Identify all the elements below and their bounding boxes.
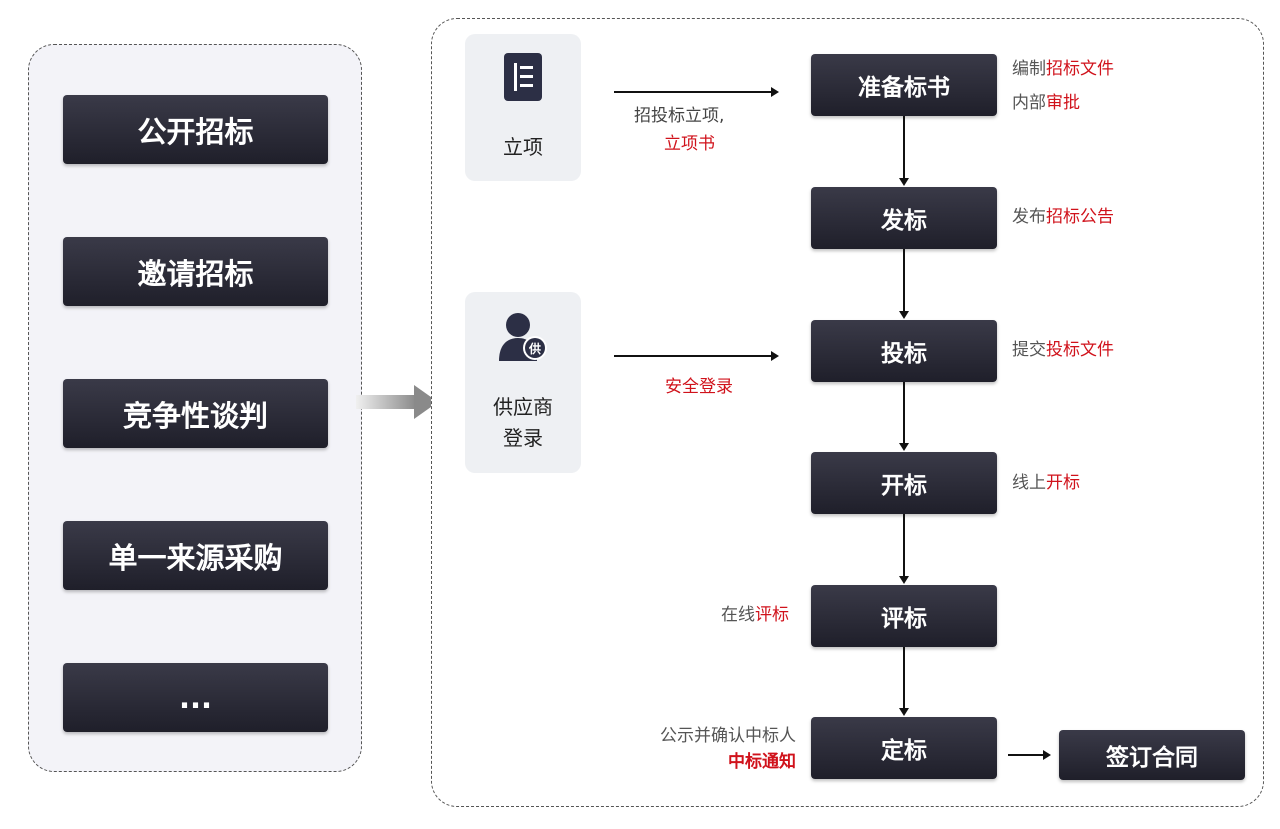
note-open: 线上开标: [1012, 473, 1080, 493]
project-card-label: 立项: [503, 135, 543, 159]
connector-line: [903, 249, 905, 311]
connector-line: [903, 514, 905, 576]
note-award-1: 公示并确认中标人: [660, 726, 796, 746]
connector-line: [903, 382, 905, 443]
note-prepare-1: 编制招标文件: [1012, 59, 1114, 79]
connector-arrow-head: [899, 576, 909, 584]
step-award[interactable]: 定标: [811, 717, 997, 779]
note-bid: 提交投标文件: [1012, 340, 1114, 360]
step-prepare-tender[interactable]: 准备标书: [811, 54, 997, 116]
flow-arrow-icon: [356, 385, 438, 419]
step-open-bid[interactable]: 开标: [811, 452, 997, 514]
note-evaluate: 在线评标: [721, 605, 789, 625]
connector-arrow-head: [899, 708, 909, 716]
connector-arrow-head: [899, 311, 909, 319]
project-card: 立项: [465, 34, 581, 181]
connector-line: [903, 647, 905, 708]
note-award-2: 中标通知: [728, 752, 796, 772]
supplier-arrow-head: [771, 351, 779, 361]
connector-line: [903, 116, 905, 178]
supplier-card-label-line1: 供应商: [493, 395, 553, 419]
connector-arrow-head: [899, 178, 909, 186]
step-submit-bid[interactable]: 投标: [811, 320, 997, 382]
connector-arrow-head: [899, 443, 909, 451]
supplier-card-label-line2: 登录: [503, 426, 543, 450]
note-issue: 发布招标公告: [1012, 207, 1114, 227]
supplier-user-icon: 供: [499, 313, 547, 361]
method-single-source[interactable]: 单一来源采购: [63, 521, 328, 590]
method-competitive-negotiation[interactable]: 竞争性谈判: [63, 379, 328, 448]
supplier-arrow-label: 安全登录: [665, 377, 733, 397]
step-issue-tender[interactable]: 发标: [811, 187, 997, 249]
document-lines-icon: [504, 53, 542, 101]
project-arrow-line: [614, 91, 772, 93]
project-arrow-head: [771, 87, 779, 97]
method-public-tender[interactable]: 公开招标: [63, 95, 328, 164]
note-prepare-2: 内部审批: [1012, 93, 1080, 113]
method-invited-tender[interactable]: 邀请招标: [63, 237, 328, 306]
step-sign-contract[interactable]: 签订合同: [1059, 730, 1245, 780]
supplier-arrow-line: [614, 355, 772, 357]
project-arrow-label: 招投标立项,: [634, 106, 725, 126]
supplier-badge-text: 供: [528, 341, 541, 356]
method-more[interactable]: ...: [63, 663, 328, 732]
contract-arrow-head: [1043, 750, 1051, 760]
contract-arrow-line: [1008, 754, 1044, 756]
project-arrow-label-red: 立项书: [664, 134, 715, 154]
supplier-login-card[interactable]: 供 供应商 登录: [465, 292, 581, 473]
step-evaluate-bid[interactable]: 评标: [811, 585, 997, 647]
